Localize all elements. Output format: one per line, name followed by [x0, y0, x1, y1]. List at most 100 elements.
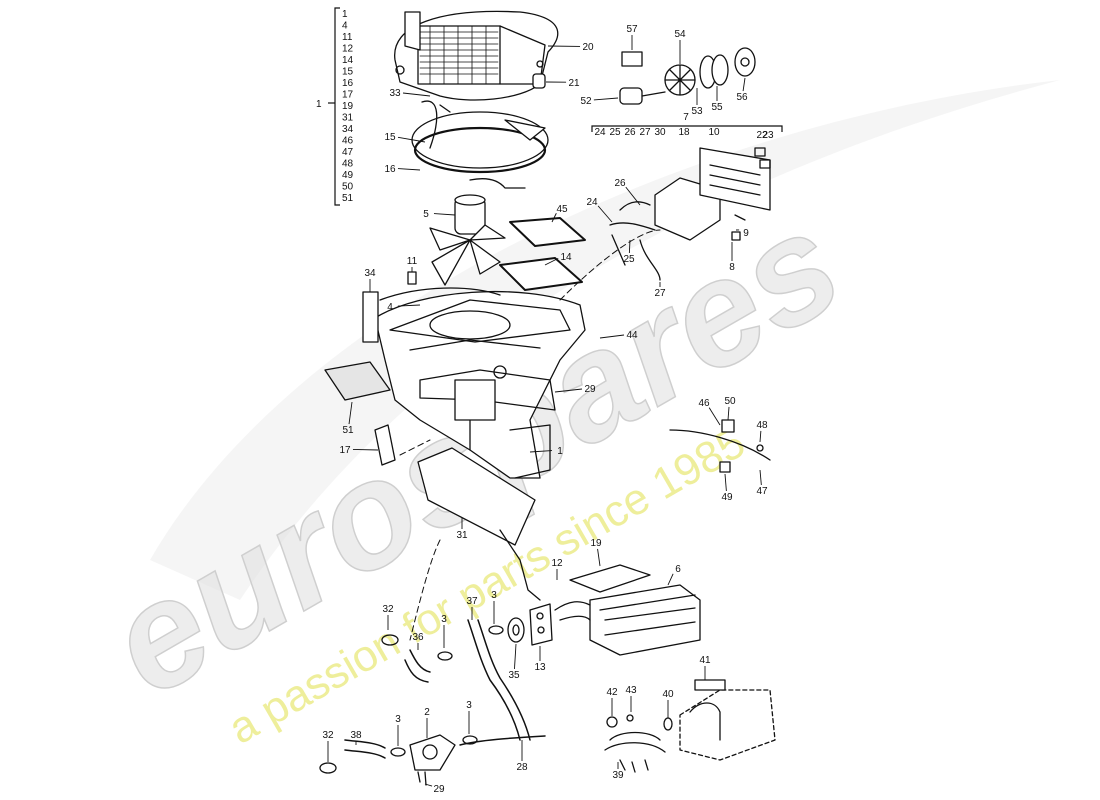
- leader-line: [397, 136, 426, 143]
- callout-label: 3: [491, 590, 497, 601]
- callout-c57: 57: [626, 24, 638, 50]
- callout-c44: 44: [599, 330, 638, 341]
- callout-label: 53: [691, 106, 703, 117]
- callout-c33: 33: [389, 88, 431, 99]
- sub-member-30: 30: [654, 127, 666, 138]
- sub-member-26: 26: [624, 127, 636, 138]
- callout-c3b: 3: [491, 590, 497, 624]
- gasket-45-drawing: [509, 217, 586, 247]
- callout-label: 4: [387, 302, 393, 313]
- sub-bracket-label: 7: [683, 112, 689, 123]
- watermark: eurospares a passion for parts since 198…: [81, 80, 1060, 754]
- callout-c16: 16: [384, 164, 421, 175]
- callout-c36: 36: [412, 632, 424, 650]
- leader-line: [433, 213, 456, 216]
- callout-label: 35: [508, 670, 520, 681]
- leader-line: [724, 473, 727, 492]
- callout-label: 15: [384, 132, 396, 143]
- leader-line: [597, 548, 601, 567]
- leader-line: [544, 257, 559, 266]
- callout-label: 3: [395, 714, 401, 725]
- bracket-17-drawing: [374, 424, 396, 466]
- callout-label: 19: [590, 538, 602, 549]
- callout-c21: 21: [545, 78, 580, 89]
- clamps-drawing: [319, 625, 504, 774]
- callout-c51: 51: [342, 401, 354, 436]
- flap-31-drawing: [417, 447, 536, 546]
- leader-line: [708, 407, 721, 426]
- sub-member-25: 25: [609, 127, 621, 138]
- callout-label: 37: [466, 596, 478, 607]
- callout-c31: 31: [456, 518, 468, 541]
- blower-housing-drawing: [394, 10, 559, 101]
- group-member-19: 19: [342, 101, 354, 112]
- callout-label: 41: [699, 655, 711, 666]
- clip-11-drawing: [407, 271, 417, 285]
- heater-pipe-drawing: [604, 679, 776, 773]
- callout-label: 11: [407, 256, 418, 267]
- callout-c35: 35: [508, 643, 520, 681]
- callout-c48: 48: [756, 420, 768, 443]
- callout-c25: 25: [623, 239, 635, 265]
- callout-c32a: 32: [382, 604, 394, 630]
- callout-c24: 24: [586, 197, 613, 223]
- group-member-16: 16: [342, 78, 354, 89]
- group-bracket-label: 1: [316, 99, 322, 110]
- sub-member-27: 27: [639, 127, 651, 138]
- parts-artwork: [319, 10, 776, 786]
- callout-c19: 19: [590, 538, 602, 567]
- callout-c13: 13: [534, 646, 546, 673]
- callout-label: 12: [551, 558, 563, 569]
- callout-label: 3: [466, 700, 472, 711]
- callout-c26: 26: [614, 178, 641, 206]
- callout-label: 38: [350, 730, 362, 741]
- heat-exchanger-drawing: [554, 564, 701, 656]
- callout-c5: 5: [423, 209, 456, 220]
- watermark-swoosh: [150, 80, 1060, 600]
- callout-c9: 9: [735, 228, 749, 239]
- grommet-13-drawing: [529, 603, 553, 646]
- callout-label: 52: [580, 96, 592, 107]
- heater-box-drawing: [374, 287, 586, 479]
- group-member-31: 31: [342, 113, 354, 124]
- group-bracket: [328, 7, 340, 206]
- group-member-14: 14: [342, 55, 354, 66]
- callout-label: 39: [612, 770, 624, 781]
- leader-line: [667, 573, 674, 586]
- leader-line: [554, 388, 583, 393]
- group-member-1: 1: [342, 9, 348, 20]
- leader-line: [597, 205, 613, 223]
- callout-label: 14: [560, 252, 572, 263]
- connection-dashes: [399, 229, 661, 641]
- callout-c4: 4: [387, 302, 421, 313]
- callout-c3c: 3: [395, 714, 401, 746]
- callout-label: 21: [568, 78, 580, 89]
- grommet-35-drawing: [507, 617, 525, 643]
- callout-label: 1: [557, 446, 563, 457]
- callout-c49: 49: [721, 473, 733, 503]
- callout-c11: 11: [407, 256, 418, 272]
- callout-label: 31: [456, 530, 468, 541]
- callout-label: 51: [342, 425, 354, 436]
- group-member-50: 50: [342, 182, 354, 193]
- group-member-47: 47: [342, 147, 354, 158]
- leader-line: [397, 304, 421, 307]
- callout-label: 27: [654, 288, 666, 299]
- callout-label: 56: [736, 92, 748, 103]
- callout-label: 40: [662, 689, 674, 700]
- callout-label: 47: [756, 486, 768, 497]
- callout-c29: 29: [554, 384, 596, 395]
- callout-c56: 56: [736, 77, 748, 103]
- leader-line: [727, 406, 730, 421]
- group-member-49: 49: [342, 170, 354, 181]
- callout-c43: 43: [625, 685, 637, 712]
- leader-line: [759, 430, 762, 443]
- hoses-drawing: [344, 619, 546, 759]
- callout-c27: 27: [654, 282, 666, 299]
- callout-label: 9: [743, 228, 749, 239]
- callout-c41: 41: [699, 655, 711, 680]
- callout-c46: 46: [698, 398, 721, 426]
